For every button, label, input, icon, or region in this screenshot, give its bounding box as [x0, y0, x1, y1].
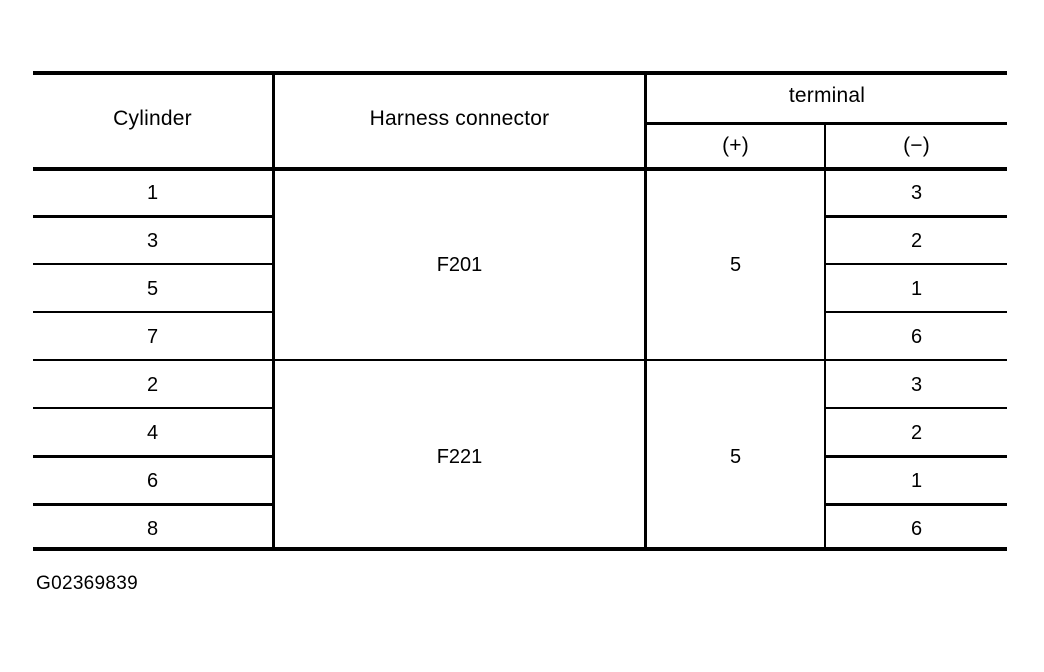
row-separator-negative-6 — [824, 503, 1007, 506]
terminal-negative-value: 6 — [826, 315, 1007, 359]
row-separator-cylinder-4 — [33, 407, 272, 409]
terminal-negative-label: 2 — [910, 229, 923, 252]
terminal-negative-label: 6 — [910, 325, 923, 348]
terminal-negative-value: 2 — [826, 219, 1007, 263]
terminal-negative-label: 3 — [910, 373, 923, 396]
cylinder-value: 5 — [146, 277, 159, 300]
header-terminal-positive: (+) — [647, 125, 824, 167]
terminal-negative-value: 2 — [826, 411, 1007, 455]
table-row: 7 — [33, 315, 272, 359]
terminal-negative-value: 3 — [826, 171, 1007, 215]
terminal-positive-label: 5 — [729, 445, 742, 468]
header-harness-connector: Harness connector — [275, 71, 644, 167]
table-row: 8 — [33, 507, 272, 551]
terminal-negative-value: 1 — [826, 459, 1007, 503]
column-divider-harness — [644, 71, 647, 551]
header-harness-connector-label: Harness connector — [369, 106, 550, 130]
table-row: 4 — [33, 411, 272, 455]
cylinder-value: 2 — [146, 373, 159, 396]
cylinder-value: 4 — [146, 421, 159, 444]
terminal-negative-label: 3 — [910, 181, 923, 204]
row-separator-negative-2 — [824, 263, 1007, 265]
cylinder-value: 1 — [146, 181, 159, 204]
figure-caption: G02369839 — [36, 573, 139, 594]
table-row: 5 — [33, 267, 272, 311]
terminal-positive-value: 5 — [647, 363, 824, 551]
harness-connector-value: F201 — [275, 171, 644, 359]
terminal-negative-label: 1 — [910, 277, 923, 300]
table-row: 6 — [33, 459, 272, 503]
harness-connector-label: F201 — [436, 253, 483, 276]
harness-connector-label: F221 — [436, 445, 483, 468]
row-separator-negative-4 — [824, 407, 1007, 409]
cylinder-value: 3 — [146, 229, 159, 252]
row-separator-cylinder-5 — [33, 455, 272, 458]
terminal-positive-label: 5 — [729, 253, 742, 276]
cylinder-value: 7 — [146, 325, 159, 348]
row-separator-cylinder-3 — [33, 311, 272, 313]
row-separator-cylinder-1 — [33, 215, 272, 218]
row-separator-negative-5 — [824, 455, 1007, 458]
terminal-negative-label: 1 — [910, 469, 923, 492]
cylinder-value: 8 — [146, 517, 159, 540]
harness-connector-value: F221 — [275, 363, 644, 551]
cylinder-value: 6 — [146, 469, 159, 492]
header-cylinder-label: Cylinder — [113, 106, 192, 130]
terminal-negative-value: 1 — [826, 267, 1007, 311]
column-divider-cylinder — [272, 71, 275, 551]
table-row: 2 — [33, 363, 272, 407]
header-terminal-negative: (−) — [826, 125, 1007, 167]
terminal-negative-value: 3 — [826, 363, 1007, 407]
wiring-terminal-table: Cylinder Harness connector terminal (+) … — [33, 71, 1007, 551]
row-separator-cylinder-2 — [33, 263, 272, 265]
terminal-negative-label: 6 — [910, 517, 923, 540]
group-divider — [33, 359, 1007, 361]
row-separator-cylinder-6 — [33, 503, 272, 506]
table-bottom-border — [33, 547, 1007, 551]
terminal-positive-value: 5 — [647, 171, 824, 359]
table-top-border — [33, 71, 1007, 75]
header-terminal-label: terminal — [788, 84, 866, 108]
header-bottom-border — [33, 167, 1007, 171]
terminal-negative-label: 2 — [910, 421, 923, 444]
header-terminal-positive-label: (+) — [722, 133, 749, 157]
row-separator-negative-3 — [824, 311, 1007, 313]
header-terminal-negative-label: (−) — [903, 133, 930, 157]
header-terminal: terminal — [647, 71, 1007, 122]
terminal-negative-value: 6 — [826, 507, 1007, 551]
header-cylinder: Cylinder — [33, 71, 272, 167]
column-divider-terminal-polarity — [824, 122, 826, 551]
table-row: 1 — [33, 171, 272, 215]
table-row: 3 — [33, 219, 272, 263]
row-separator-negative-1 — [824, 215, 1007, 218]
